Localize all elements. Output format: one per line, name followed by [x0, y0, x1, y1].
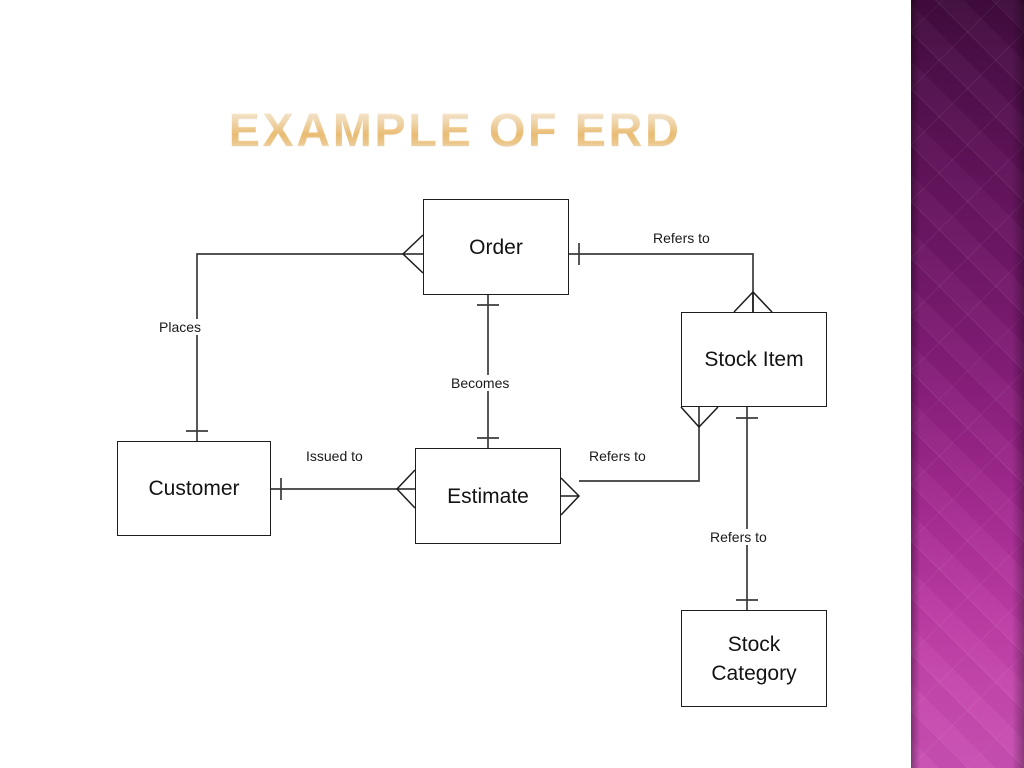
connector-order-refers-to: [569, 253, 754, 312]
entity-estimate-label: Estimate: [447, 484, 529, 508]
relationship-label-issued-to: Issued to: [304, 448, 365, 464]
relationship-label-category-refers-to: Refers to: [708, 529, 769, 545]
relationship-label-places: Places: [157, 319, 204, 335]
entity-order-label: Order: [469, 235, 523, 259]
entity-stock-item[interactable]: Stock Item: [681, 312, 827, 407]
relationship-label-becomes: Becomes: [449, 375, 512, 391]
connector-places: [196, 253, 403, 441]
entity-order[interactable]: Order: [423, 199, 569, 295]
relationship-label-order-refers-to: Refers to: [651, 230, 712, 246]
relationship-label-estimate-refers-to: Refers to: [587, 448, 648, 464]
connector-estimate-refers-to: [579, 425, 700, 482]
entity-stock-category-label-line2: Category: [711, 661, 797, 685]
entity-stock-category[interactable]: Stock Category: [681, 610, 827, 707]
slide-title: EXAMPLE OF ERD: [60, 101, 850, 159]
entity-estimate[interactable]: Estimate: [415, 448, 561, 544]
entity-customer[interactable]: Customer: [117, 441, 271, 536]
entity-customer-label: Customer: [148, 477, 240, 500]
entity-stock-category-label-line1: Stock: [727, 632, 781, 656]
entity-stock-item-label: Stock Item: [704, 348, 804, 371]
